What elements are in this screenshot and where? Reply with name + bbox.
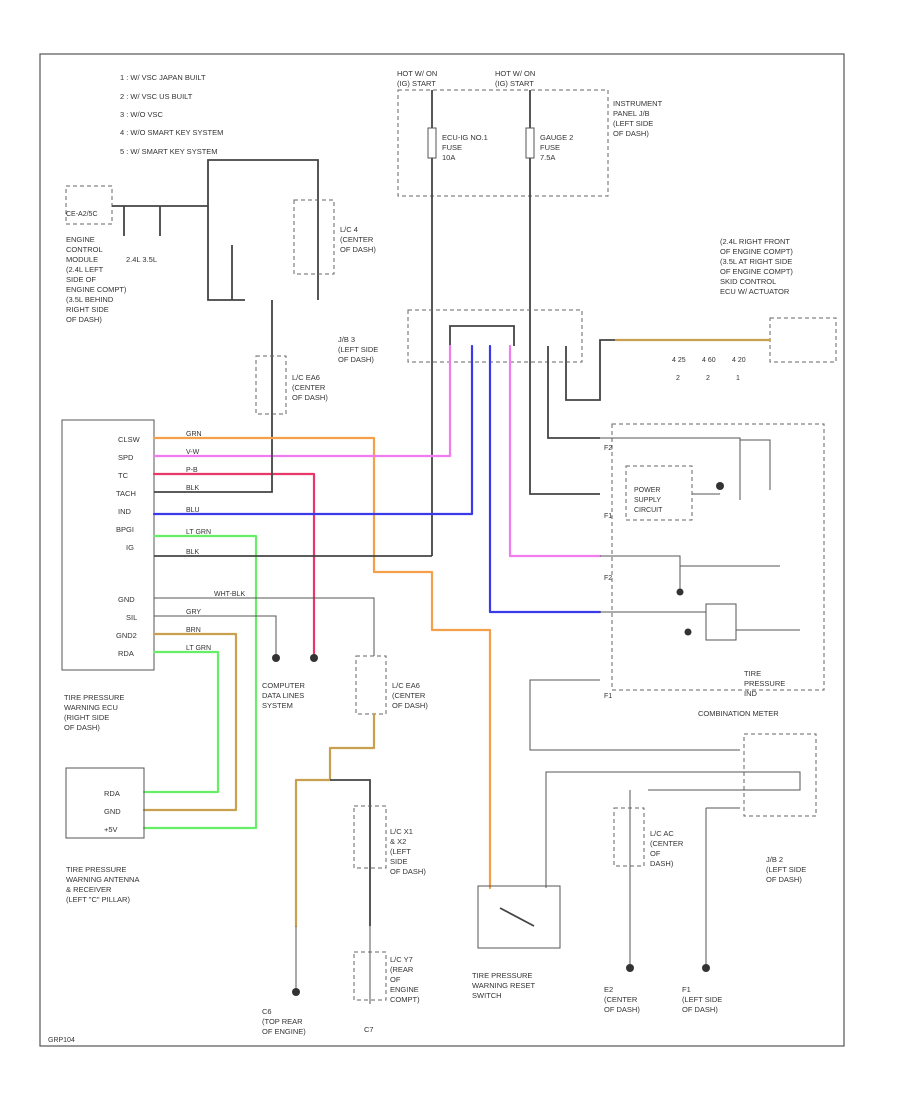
- wire-label-ind: BLU: [186, 507, 200, 514]
- legend-item: 1 : W/ VSC JAPAN BUILT: [120, 73, 206, 82]
- meter-pin: F2: [604, 575, 612, 582]
- ecm-connector: CE-A2/5C: [66, 211, 98, 218]
- skid-num: 1: [736, 375, 740, 382]
- footer-code: GRP104: [48, 1037, 75, 1044]
- ecu-pin: RDA: [118, 649, 134, 658]
- hot-label-1: HOT W/ ON(IG) START: [397, 69, 437, 88]
- legend-item: 4 : W/O SMART KEY SYSTEM: [120, 128, 223, 137]
- ecu-pin: IND: [118, 507, 132, 516]
- skid-pin: 4 60: [702, 357, 716, 364]
- ecu-pin: SPD: [118, 453, 134, 462]
- wire-label-clsw: GRN: [186, 431, 202, 438]
- meter-pin: F2: [604, 445, 612, 452]
- antenna-pin: +5V: [104, 825, 118, 834]
- wire-label-rda: LT GRN: [186, 645, 211, 652]
- diagram-frame: [39, 53, 845, 1047]
- skid-pin: 4 20: [732, 357, 746, 364]
- ecu-pin: CLSW: [118, 435, 141, 444]
- wire-label-spd: V-W: [186, 449, 200, 456]
- legend-item: 3 : W/O VSC: [120, 110, 164, 119]
- skid-pin: 4 25: [672, 357, 686, 364]
- skid-num: 2: [676, 375, 680, 382]
- ecu-pin: GND2: [116, 631, 137, 640]
- ecu-pin: IG: [126, 543, 134, 552]
- ground-c7: C7: [364, 1025, 374, 1034]
- ecm-variant: 2.4L 3.5L: [126, 255, 157, 264]
- legend-item: 2 : W/ VSC US BUILT: [120, 92, 193, 101]
- meter-pin: F1: [604, 513, 612, 520]
- wire-label-ig: BLK: [186, 549, 200, 556]
- antenna-pin: RDA: [104, 789, 120, 798]
- wire-label-bpgi: LT GRN: [186, 529, 211, 536]
- wire-label-tach: BLK: [186, 485, 200, 492]
- antenna-pin: GND: [104, 807, 121, 816]
- wire-label-gnd2: BRN: [186, 627, 201, 634]
- meter-pin: F1: [604, 693, 612, 700]
- wire-label-sil: GRY: [186, 609, 201, 616]
- ecu-pin: SIL: [126, 613, 137, 622]
- ecu-pin: BPGI: [116, 525, 134, 534]
- legend: 1 : W/ VSC JAPAN BUILT 2 : W/ VSC US BUI…: [120, 73, 223, 156]
- tire-pressure-warning-ecu: CLSW SPD TC TACH IND BPGI IG GND SIL GND…: [61, 419, 155, 732]
- signal-wires: GRN V-W P-B BLK BLU LT GRN BLK WHT-BLK G…: [142, 344, 602, 890]
- instrument-panel-jb: HOT W/ ON(IG) START HOT W/ ON(IG) START …: [397, 69, 663, 330]
- ecu-pin: TACH: [116, 489, 136, 498]
- ecu-pin: GND: [118, 595, 135, 604]
- legend-item: 5 : W/ SMART KEY SYSTEM: [120, 147, 218, 156]
- hot-label-2: HOT W/ ON(IG) START: [495, 69, 535, 88]
- wire-label-tc: P-B: [186, 467, 198, 474]
- skid-num: 2: [706, 375, 710, 382]
- wire-label-gnd: WHT-BLK: [214, 591, 245, 598]
- combination-meter-label: COMBINATION METER: [698, 709, 779, 718]
- ecu-pin: TC: [118, 471, 129, 480]
